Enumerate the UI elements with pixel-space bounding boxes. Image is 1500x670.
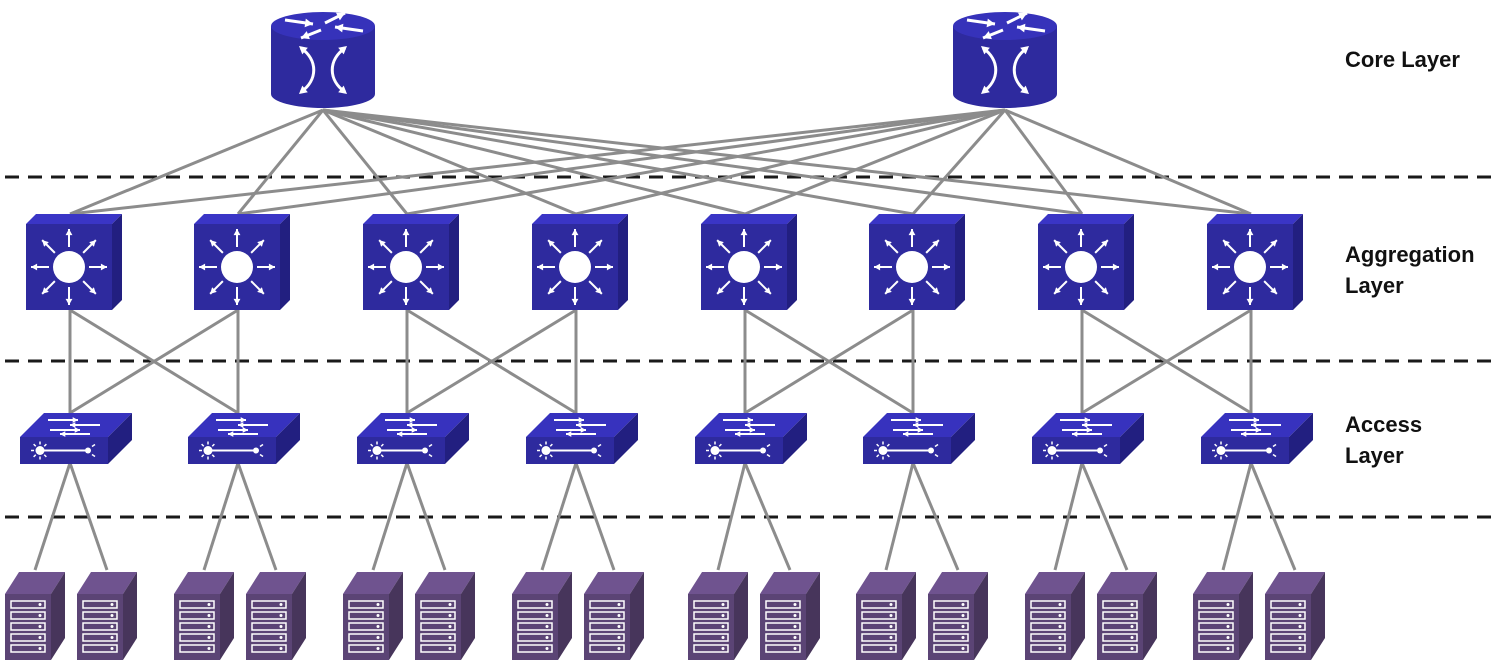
server-icon [1025,572,1085,660]
layer3-switch-icon [1207,214,1303,310]
access-switch-icon [1201,413,1313,464]
link-access-3-to-server-right [405,462,447,571]
server-icon [415,572,475,660]
link-core-2-to-agg-4 [575,108,1006,216]
server-icon [1193,572,1253,660]
link-access-5-to-server-right [743,462,792,571]
server-icon [1265,572,1325,660]
server-icon [928,572,988,660]
layer3-switch-icon [701,214,797,310]
link-access-6-to-server-right [911,462,960,571]
access-layer-label-line2: Layer [1345,443,1404,468]
router-icon [271,11,375,108]
link-access-5-to-server-left [716,462,747,571]
link-access-8-to-server-left [1221,462,1253,571]
link-core-1-to-agg-3 [321,109,409,215]
link-core-2-to-agg-5 [744,108,1006,216]
server-racks [5,572,1325,660]
link-core-1-to-agg-2 [236,109,325,215]
core-layer-routers [271,11,1057,108]
link-core-2-to-agg-8 [1004,108,1252,216]
server-icon [688,572,748,660]
layer3-switch-icon [1038,214,1134,310]
server-icon [760,572,820,660]
layer3-switch-icon [532,214,628,310]
access-switch-icon [20,413,132,464]
link-access-4-to-server-left [540,462,578,571]
layer3-switch-icon [26,214,122,310]
link-access-8-to-server-right [1249,462,1297,571]
link-access-1-to-server-right [68,462,109,571]
access-switch-icon [526,413,638,464]
layer3-switch-icon [869,214,965,310]
server-icon [512,572,572,660]
link-access-4-to-server-right [574,462,616,571]
access-layer-label: Access Layer [1345,409,1422,471]
access-switch-icon [1032,413,1144,464]
layer3-switch-icon [363,214,459,310]
access-switch-icon [695,413,807,464]
link-access-7-to-server-right [1080,462,1129,571]
access-switch-icon [188,413,300,464]
access-switch-icon [357,413,469,464]
network-links [33,108,1297,571]
link-access-7-to-server-left [1053,462,1084,571]
link-core-2-to-agg-6 [911,109,1007,215]
layer3-switch-icon [194,214,290,310]
server-icon [343,572,403,660]
link-core-1-to-agg-1 [69,108,324,216]
link-agg-to-access-4-3 [1081,308,1252,415]
server-icon [77,572,137,660]
access-layer-label-line1: Access [1345,412,1423,437]
core-layer-label-line1: Core Layer [1345,47,1460,72]
link-core-2-to-agg-3 [406,108,1006,216]
server-icon [5,572,65,660]
link-access-6-to-server-left [884,462,915,571]
link-access-3-to-server-left [371,462,409,571]
link-core-2-to-agg-1 [69,108,1006,216]
aggregation-layer-switches [26,214,1303,310]
link-access-2-to-server-right [236,462,278,571]
core-layer-label: Core Layer [1345,44,1460,75]
aggregation-layer-label: Aggregation Layer [1345,239,1475,301]
server-icon [246,572,306,660]
link-agg-to-access-3-3 [744,308,914,415]
link-core-2-to-agg-7 [1003,109,1084,215]
access-switch-icon [863,413,975,464]
link-agg-to-access-1-3 [69,308,239,415]
aggregation-layer-label-line2: Layer [1345,273,1404,298]
server-icon [856,572,916,660]
link-core-1-to-agg-4 [322,108,577,216]
server-icon [174,572,234,660]
server-icon [584,572,644,660]
aggregation-layer-label-line1: Aggregation [1345,242,1475,267]
server-icon [1097,572,1157,660]
access-layer-switches [20,413,1313,464]
link-access-1-to-server-left [33,462,72,571]
link-agg-to-access-2-3 [406,308,577,415]
link-access-2-to-server-left [202,462,240,571]
link-core-2-to-agg-2 [237,108,1006,216]
router-icon [953,11,1057,108]
